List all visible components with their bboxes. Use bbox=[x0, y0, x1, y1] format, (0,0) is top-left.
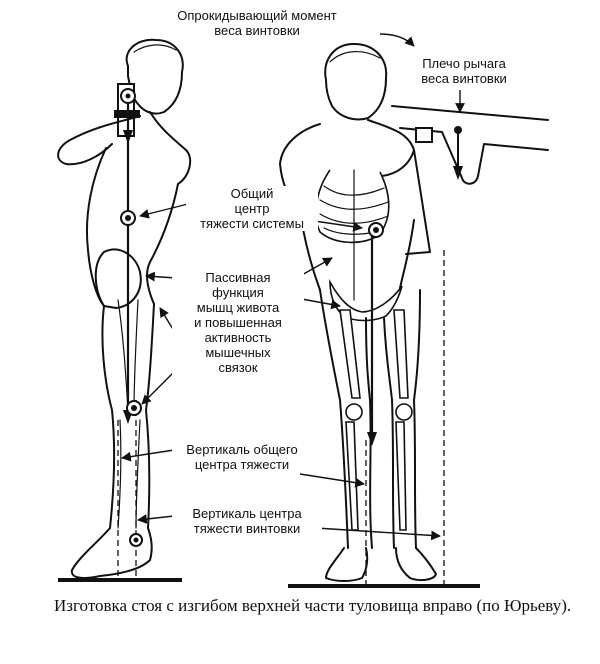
label-overturning-moment: Опрокидывающий момент веса винтовки bbox=[177, 8, 337, 38]
head-left bbox=[125, 38, 184, 115]
label-common-center: Общий центр тяжести системы bbox=[186, 186, 318, 231]
center-marker-upper-left bbox=[120, 210, 136, 226]
label-vertical-common: Вертикаль общего центра тяжести bbox=[172, 442, 312, 472]
label-vertical-rifle: Вертикаль центра тяжести винтовки bbox=[172, 506, 322, 536]
legs-left bbox=[101, 303, 155, 529]
left-femur bbox=[339, 309, 361, 399]
front-view-shooter bbox=[279, 43, 549, 588]
right-femur bbox=[393, 309, 409, 399]
torso-left bbox=[85, 147, 179, 307]
center-marker-right bbox=[368, 222, 384, 238]
side-view-shooter bbox=[57, 38, 192, 582]
center-marker-foot-left bbox=[129, 533, 143, 547]
legs-right bbox=[319, 289, 421, 549]
figure-caption: Изготовка стоя с изгибом верхней части т… bbox=[54, 596, 572, 615]
center-marker-knee-left bbox=[126, 400, 142, 416]
feet-right bbox=[325, 547, 437, 582]
arms-left bbox=[57, 111, 192, 185]
label-lever-arm: Плечо рычага веса винтовки bbox=[421, 56, 507, 86]
rifle-stock bbox=[391, 105, 549, 185]
label-passive-function: Пассивная функция мышц живота и повышенн… bbox=[172, 270, 304, 375]
head-right bbox=[324, 43, 388, 121]
feet-left bbox=[70, 527, 153, 579]
